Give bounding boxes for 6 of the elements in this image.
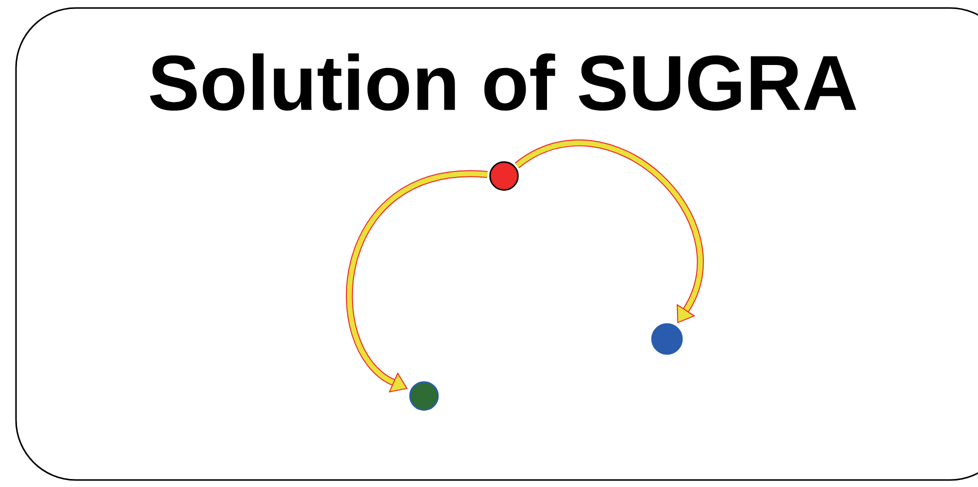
curved-arrow	[346, 170, 488, 392]
dot	[409, 381, 439, 411]
dot	[651, 323, 683, 355]
title: Solution of SUGRA	[150, 53, 856, 111]
curved-arrow	[515, 140, 704, 324]
dot	[489, 161, 519, 191]
